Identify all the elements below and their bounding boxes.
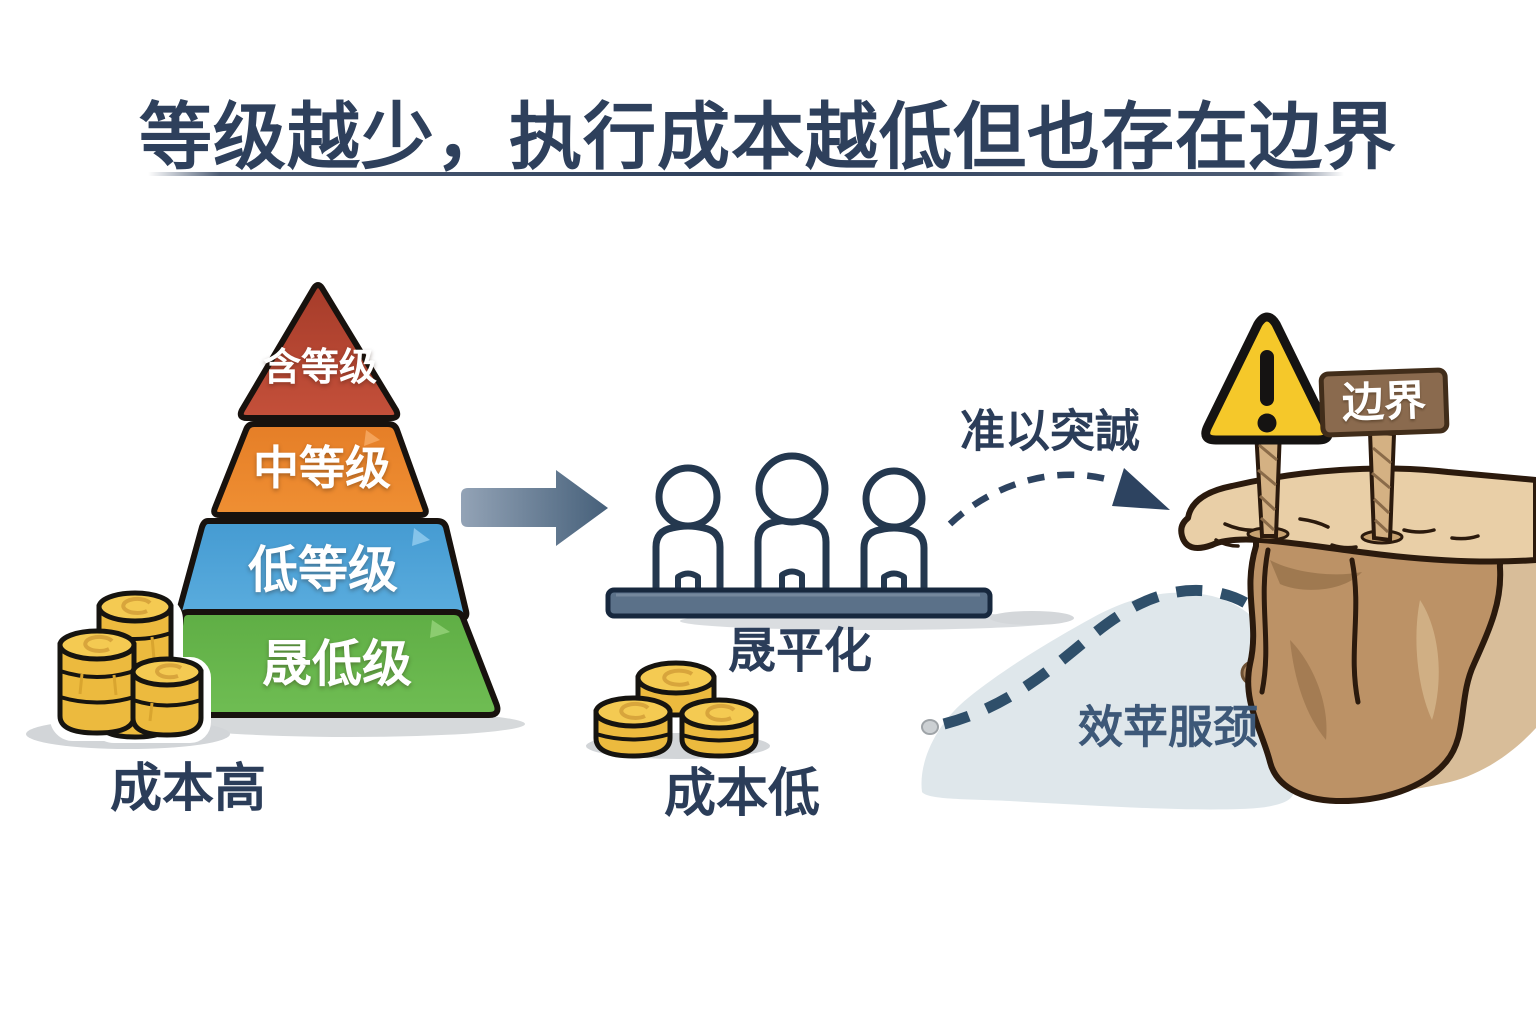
cost-low-label: 成本低 bbox=[663, 765, 821, 823]
pyramid-level-top-label: 含等级 bbox=[262, 347, 378, 389]
flattened-label: 晟平化 bbox=[727, 625, 873, 678]
stick-figure bbox=[754, 452, 830, 597]
cost-high-label: 成本高 bbox=[109, 760, 267, 818]
coin-stack-left bbox=[593, 695, 673, 759]
cliff-rock bbox=[1245, 533, 1536, 805]
dashed-curve-icon bbox=[921, 584, 1262, 735]
right-arrow-icon bbox=[461, 470, 608, 546]
boundary-sign bbox=[1318, 367, 1450, 438]
platform-bar bbox=[605, 587, 993, 619]
bottleneck-label: 效苹服颈 bbox=[1077, 701, 1259, 753]
stick-figures-icon bbox=[652, 452, 928, 597]
page-title: 等级越少，执行成本越低但也存在边界 bbox=[139, 97, 1397, 178]
pyramid-icon bbox=[166, 282, 501, 718]
stick-figure bbox=[860, 467, 928, 597]
stick-figure bbox=[652, 464, 724, 597]
bottleneck-hill bbox=[921, 592, 1299, 810]
pyramid-level-low-label: 低等级 bbox=[248, 542, 398, 598]
coin-stack-right bbox=[679, 697, 759, 759]
pyramid-level-top bbox=[237, 282, 401, 421]
title-underline bbox=[148, 172, 1344, 176]
pyramid-level-mid bbox=[211, 421, 429, 518]
coin-stacks-high-cost bbox=[50, 590, 211, 743]
coin-stack-left bbox=[57, 628, 137, 736]
breakthrough-label: 准以突誠 bbox=[959, 405, 1141, 457]
coin-pile-low-cost bbox=[593, 660, 759, 759]
pyramid-level-mid-label: 中等级 bbox=[253, 442, 391, 494]
boundary-sign-label: 边界 bbox=[1341, 376, 1427, 427]
pyramid-level-base-label: 晟低级 bbox=[262, 636, 412, 692]
warning-icon bbox=[1201, 312, 1333, 445]
dashed-arrow-icon bbox=[947, 468, 1170, 527]
coin-stack-front bbox=[130, 656, 204, 738]
